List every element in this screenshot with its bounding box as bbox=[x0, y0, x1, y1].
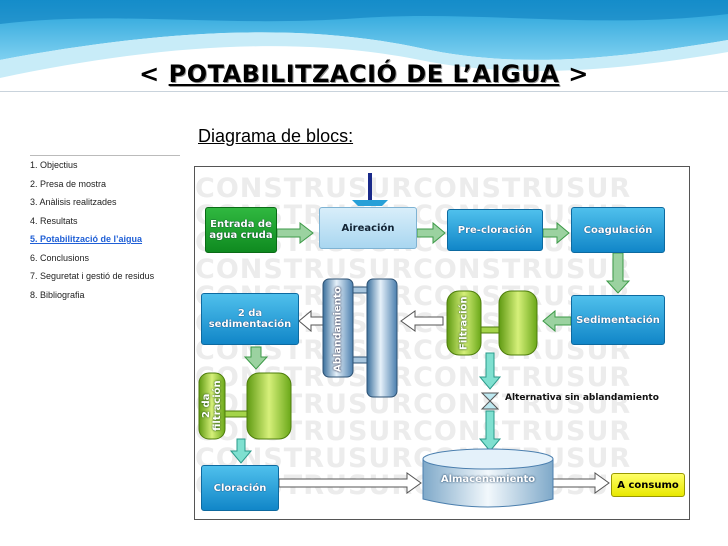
filtracion2-cylinder-1 bbox=[198, 372, 226, 440]
aerator-blades bbox=[352, 200, 388, 206]
label-almacenamiento: Almacenamiento bbox=[440, 473, 536, 485]
header-wave-decoration bbox=[0, 0, 728, 78]
arrow-precloracion-coagulacion bbox=[542, 221, 570, 245]
arrow-alternativa-almacenamiento bbox=[478, 410, 502, 452]
sidebar-item-analisis[interactable]: 3. Anàlisis realitzades bbox=[30, 197, 117, 207]
arrow-entrada-aireacion bbox=[276, 221, 314, 245]
label-ablandamiento: Ablandamiento bbox=[332, 286, 344, 372]
ablandamiento-column-2 bbox=[366, 278, 398, 398]
title-text: POTABILITZACIÓ DE L’AIGUA bbox=[168, 60, 560, 88]
sidebar-item-presa-de-mostra[interactable]: 2. Presa de mostra bbox=[30, 178, 107, 189]
sidebar-item-bibliografia[interactable]: 8. Bibliografia bbox=[30, 289, 85, 300]
box-entrada-agua-cruda: Entrada de agua cruda bbox=[205, 207, 277, 253]
box-cloracion: Cloración bbox=[201, 465, 279, 511]
prev-arrow[interactable]: < bbox=[139, 60, 160, 88]
arrow-cloracion-almacenamiento bbox=[278, 472, 422, 494]
ablandamiento-connector-bottom bbox=[352, 356, 368, 364]
almacenamiento-tank-top bbox=[422, 448, 554, 470]
box-a-consumo: A consumo bbox=[611, 473, 685, 497]
arrow-almacenamiento-consumo bbox=[552, 472, 610, 494]
arrow-sedimentacion2-filtracion2 bbox=[243, 346, 269, 370]
watermark-row: CONSTRUSURCONSTRUSUR bbox=[195, 173, 632, 204]
sidebar-item-conclusions[interactable]: 6. Conclusions bbox=[30, 252, 90, 263]
label-filtracion-2: 2 da filtración bbox=[201, 380, 223, 432]
block-diagram: CONSTRUSURCONSTRUSUR CONSTRUSURCONSTRUSU… bbox=[194, 166, 690, 520]
filtracion2-connector bbox=[224, 410, 248, 418]
filtracion-cylinder-1 bbox=[446, 290, 482, 356]
header-separator bbox=[0, 91, 728, 92]
ablandamiento-connector-top bbox=[352, 286, 368, 294]
sidebar-item-resultats[interactable]: 4. Resultats bbox=[30, 215, 78, 226]
arrow-alternativa-sin-ablandamiento bbox=[478, 352, 502, 390]
label-alternativa-sin-ablandamiento: Alternativa sin ablandamiento bbox=[505, 393, 659, 403]
aerator-shaft bbox=[368, 173, 372, 203]
page-title: < POTABILITZACIÓ DE L’AIGUA > bbox=[0, 60, 728, 88]
filtracion2-cylinder-2 bbox=[246, 372, 292, 440]
ablandamiento-column-1 bbox=[322, 278, 354, 378]
box-aireacion: Aireación bbox=[319, 207, 417, 249]
arrow-filtracion2-cloracion bbox=[229, 438, 253, 464]
diagram-subtitle: Diagrama de blocs: bbox=[198, 126, 354, 146]
sidebar-nav: 1. Objectius 2. Presa de mostra 3. Anàli… bbox=[30, 155, 180, 308]
box-coagulacion: Coagulación bbox=[571, 207, 665, 253]
sidebar-item-objectius[interactable]: 1. Objectius bbox=[30, 160, 78, 170]
next-arrow[interactable]: > bbox=[568, 60, 589, 88]
label-filtracion: Filtración bbox=[458, 296, 470, 350]
arrow-coagulacion-sedimentacion bbox=[605, 252, 631, 294]
arrow-sedimentacion-filtracion bbox=[542, 309, 572, 333]
box-sedimentacion: Sedimentación bbox=[571, 295, 665, 345]
watermark-row: CONSTRUSURCONSTRUSUR bbox=[195, 254, 632, 285]
diagram-connectors bbox=[198, 173, 631, 508]
arrow-aireacion-precloracion bbox=[416, 221, 446, 245]
arrow-filtracion-ablandamiento bbox=[400, 310, 444, 332]
filtracion-cylinder-2 bbox=[498, 290, 538, 356]
box-sedimentacion-2: 2 da sedimentación bbox=[201, 293, 299, 345]
sidebar-divider bbox=[30, 155, 180, 156]
sidebar-item-potabilitzacio[interactable]: 5. Potabilització de l’aigua bbox=[30, 234, 143, 244]
box-precloracion: Pre-cloración bbox=[447, 209, 543, 251]
valve-alternativa bbox=[480, 392, 500, 410]
filtracion-connector bbox=[480, 326, 500, 334]
sidebar-item-seguretat[interactable]: 7. Seguretat i gestió de residus bbox=[30, 271, 155, 281]
